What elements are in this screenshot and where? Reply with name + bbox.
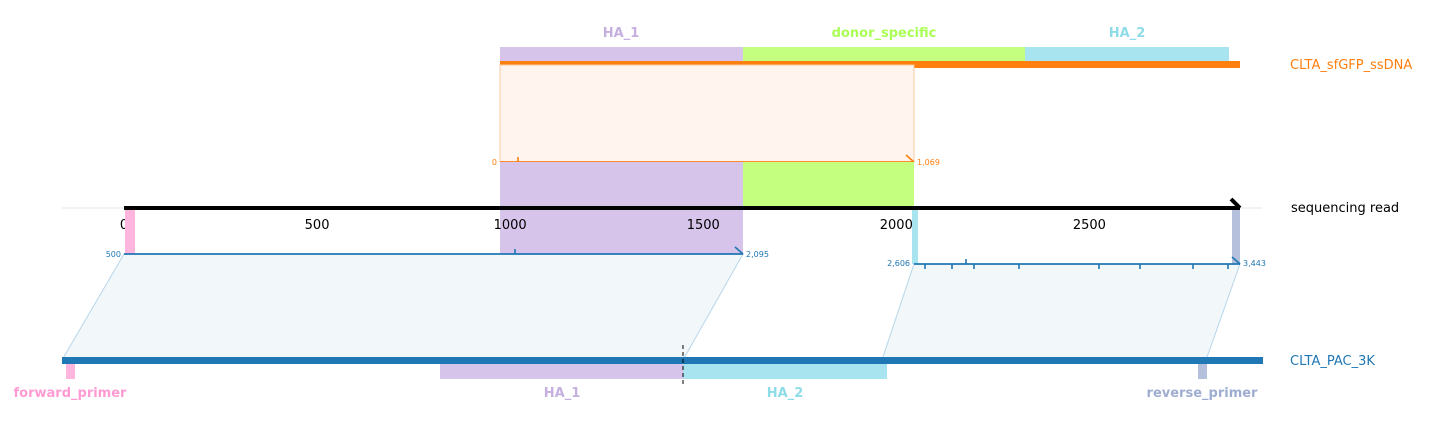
donor-ha1-box [500, 47, 743, 62]
read-donor-specific-overlay [743, 162, 914, 208]
donor-track-label: CLTA_sfGFP_ssDNA [1290, 58, 1412, 73]
target-left-alignment-arrow [734, 246, 744, 255]
target-reverse-primer-box [1198, 362, 1207, 379]
read-axis-ticks: 0 500 1000 1500 2000 2500 [120, 218, 1106, 233]
target-left-alignment-region [61, 253, 744, 361]
target-right-ref-end: 3,443 [1243, 259, 1266, 268]
read-ha2-mark [912, 210, 918, 264]
read-tick-label-3: 1500 [687, 218, 720, 233]
donor-alignment-region [499, 64, 915, 163]
donor-ref-start: 0 [492, 158, 497, 167]
target-ha1-box [440, 362, 683, 379]
donor-ha2-label: HA_2 [1109, 26, 1146, 41]
donor-ref-end: 1,069 [917, 158, 940, 167]
read-tick-label-4: 2000 [880, 218, 913, 233]
read-ha1-overlay-lower [500, 208, 743, 254]
donor-donor-specific-box [743, 47, 1025, 62]
read-tick-label-1: 500 [305, 218, 330, 233]
donor-donor-specific-label: donor_specific [832, 26, 937, 41]
donor-alignment-arrow [905, 154, 915, 163]
target-forward-primer-box [66, 362, 75, 379]
target-right-alignment-ticks [924, 259, 1229, 269]
read-track-label: sequencing read [1291, 201, 1399, 216]
read-forward-primer-mark [125, 210, 135, 254]
target-ha2-box [683, 362, 887, 379]
target-track-line [62, 357, 1263, 364]
donor-ha1-label: HA_1 [603, 26, 640, 41]
target-ha2-label: HA_2 [767, 386, 804, 401]
target-ha1-label: HA_1 [544, 386, 581, 401]
read-tick-label-0: 0 [120, 218, 128, 233]
target-left-ref-end: 2,095 [746, 250, 769, 259]
target-left-ref-start: 500 [106, 250, 121, 259]
target-track-label: CLTA_PAC_3K [1290, 354, 1375, 369]
target-right-ref-start: 2,606 [887, 259, 910, 268]
read-tick-label-5: 2500 [1073, 218, 1106, 233]
donor-ha2-box [1025, 47, 1229, 62]
read-track-arrow [1229, 197, 1242, 210]
read-tick-label-2: 1000 [494, 218, 527, 233]
target-forward-primer-label: forward_primer [14, 386, 128, 401]
target-right-alignment-region [881, 263, 1241, 361]
target-reverse-primer-label: reverse_primer [1147, 386, 1259, 401]
read-reverse-primer-mark [1232, 210, 1240, 264]
read-ha1-overlay-upper [500, 162, 743, 208]
target-right-alignment-arrow [1231, 256, 1241, 265]
